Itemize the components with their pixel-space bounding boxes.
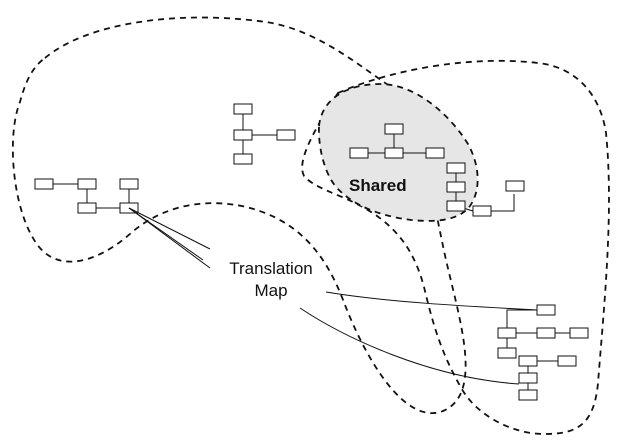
translation-connector: [299, 307, 520, 385]
left-tree-node: [77, 178, 97, 190]
right-tree-node: [497, 327, 517, 339]
translation-map-connectors: [128, 207, 538, 385]
translation-connector: [128, 207, 211, 269]
middle-tree-node: [276, 129, 296, 141]
middle-tree-node: [233, 129, 253, 141]
middle-tree-node: [233, 103, 253, 115]
shared-label: Shared: [349, 176, 407, 195]
left-tree-node: [77, 202, 97, 214]
translation-connector: [128, 207, 211, 250]
translation-label-line-1: Translation: [229, 259, 313, 278]
middle-tree-node: [233, 153, 253, 165]
right-tree-node: [518, 355, 538, 367]
right-tree-node: [557, 355, 577, 367]
shared-tree-node: [349, 147, 369, 159]
translation-label-line-2: Map: [254, 281, 288, 300]
translation-connector: [325, 291, 538, 311]
right-tree-node: [536, 304, 556, 316]
right-tree-node: [569, 327, 589, 339]
right-tree-lower: [518, 355, 577, 401]
shared-tree-node: [505, 180, 525, 192]
shared-tree-node: [446, 200, 466, 212]
shared-tree-link: [491, 194, 515, 212]
shared-tree-node: [446, 181, 466, 193]
right-tree-node: [536, 327, 556, 339]
shared-tree-node: [472, 205, 492, 217]
shared-tree-node: [384, 123, 404, 135]
shared-tree: [349, 123, 525, 217]
right-tree-node: [518, 372, 538, 384]
shared-tree-node: [446, 162, 466, 174]
right-tree-node: [518, 389, 538, 401]
left-tree: [34, 178, 139, 214]
left-region-outline: [11, 16, 467, 414]
right-tree-upper: [497, 304, 589, 359]
right-region-outline: [301, 59, 610, 435]
translation-map-label: Translation Map: [216, 258, 326, 302]
left-tree-node: [119, 178, 139, 190]
left-tree-node: [34, 178, 54, 190]
shared-tree-node: [425, 147, 445, 159]
right-tree-node: [497, 347, 517, 359]
shared-tree-node: [384, 147, 404, 159]
middle-tree: [233, 103, 296, 165]
right-tree-link: [506, 309, 537, 328]
